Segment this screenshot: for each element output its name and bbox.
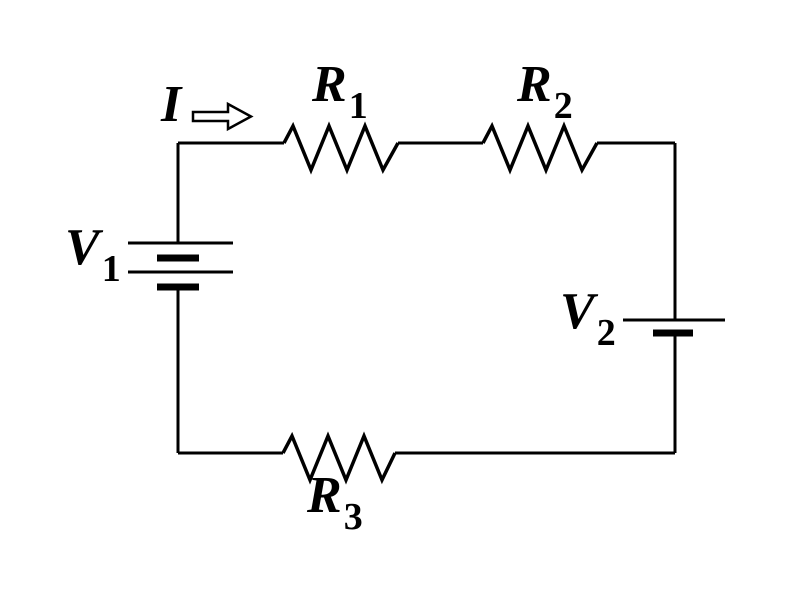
label-v2: V2: [560, 283, 616, 353]
label-r2-symbol: R: [517, 56, 552, 113]
label-r1: R1: [312, 56, 368, 126]
label-r2-subscript: 2: [553, 85, 573, 127]
resistor-r3-zigzag: [281, 431, 397, 485]
label-r3-subscript: 3: [343, 496, 363, 538]
current-arrow-icon: [191, 101, 254, 132]
resistor-r2-zigzag: [481, 121, 599, 175]
label-current: I: [161, 79, 181, 131]
label-v2-symbol: V: [560, 283, 595, 340]
label-v1-symbol: V: [65, 219, 100, 276]
battery-v2-symbol: [623, 318, 725, 337]
label-r3-symbol: R: [307, 467, 342, 524]
label-current-symbol: I: [161, 76, 182, 133]
label-r1-subscript: 1: [348, 85, 368, 127]
resistor-r1-zigzag: [282, 121, 400, 175]
label-r1-symbol: R: [312, 56, 347, 113]
label-r3: R3: [307, 467, 363, 537]
label-r2: R2: [517, 56, 573, 126]
label-v2-subscript: 2: [596, 312, 616, 354]
label-v1: V1: [65, 219, 121, 289]
label-v1-subscript: 1: [101, 248, 121, 290]
battery-v1-symbol: [128, 241, 233, 291]
